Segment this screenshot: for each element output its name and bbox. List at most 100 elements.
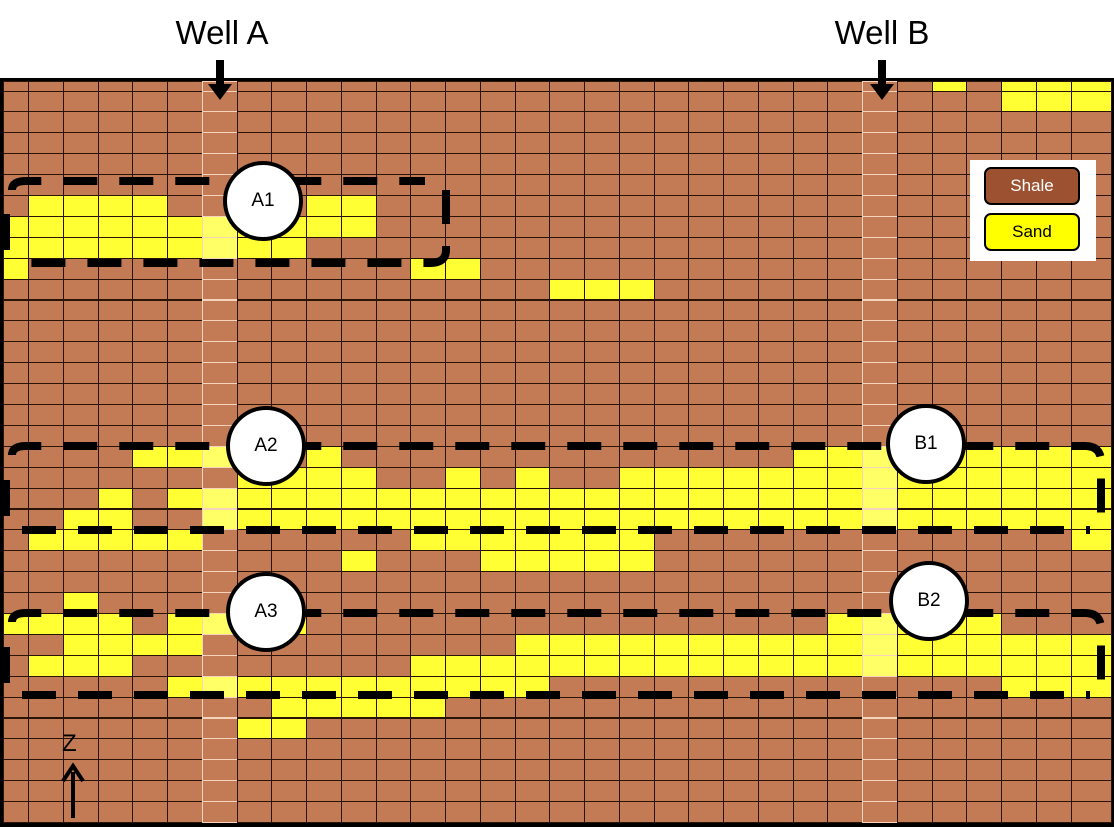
shale-cell xyxy=(584,236,620,259)
shale-cell xyxy=(688,696,724,719)
shale-cell xyxy=(862,738,898,761)
shale-cell xyxy=(931,236,968,259)
shale-cell xyxy=(862,529,898,552)
shale-cell xyxy=(723,174,759,196)
shale-cell xyxy=(862,550,898,573)
shale-cell xyxy=(688,320,724,343)
shale-cell xyxy=(445,592,481,614)
shale-cell xyxy=(1035,759,1072,782)
shale-cell xyxy=(375,195,412,217)
shale-cell xyxy=(306,299,342,322)
shale-cell xyxy=(201,278,238,301)
shale-cell xyxy=(653,592,690,614)
shale-cell xyxy=(1035,801,1072,823)
shale-cell xyxy=(549,341,585,364)
shale-cell xyxy=(306,717,342,740)
shale-cell xyxy=(410,550,446,573)
shale-cell xyxy=(688,153,724,176)
shale-cell xyxy=(1035,320,1072,343)
sand-cell xyxy=(827,633,863,656)
shale-cell xyxy=(757,362,794,385)
shale-cell xyxy=(549,111,585,134)
shale-cell xyxy=(375,215,412,238)
shale-cell xyxy=(862,236,898,259)
shale-cell xyxy=(201,341,238,364)
sand-cell xyxy=(931,654,968,677)
shale-cell xyxy=(757,801,794,823)
shale-cell xyxy=(375,278,412,301)
sand-cell xyxy=(896,654,933,677)
sand-cell xyxy=(375,508,412,531)
sand-cell xyxy=(966,633,1002,656)
shale-cell xyxy=(340,529,377,552)
shale-cell xyxy=(410,362,446,385)
shale-cell xyxy=(653,717,690,740)
shale-cell xyxy=(896,529,933,552)
shale-cell xyxy=(618,174,655,196)
shale-cell xyxy=(584,299,620,322)
sand-cell xyxy=(28,236,64,259)
shale-cell xyxy=(1001,111,1037,134)
shale-cell xyxy=(445,236,481,259)
shale-cell xyxy=(1070,717,1112,740)
shale-cell xyxy=(723,696,759,719)
sand-cell xyxy=(931,613,968,635)
shale-cell xyxy=(340,341,377,364)
sand-cell xyxy=(236,717,273,740)
shale-cell xyxy=(688,717,724,740)
shale-cell xyxy=(723,236,759,259)
shale-cell xyxy=(132,571,168,594)
shale-cell xyxy=(792,215,829,238)
shale-cell xyxy=(584,466,620,489)
shale-cell xyxy=(688,801,724,823)
shale-cell xyxy=(723,362,759,385)
sand-cell xyxy=(28,195,64,217)
shale-cell xyxy=(340,424,377,447)
shale-cell xyxy=(375,780,412,803)
shale-cell xyxy=(167,466,203,489)
shale-cell xyxy=(653,424,690,447)
shale-cell xyxy=(28,341,64,364)
shale-cell xyxy=(896,236,933,259)
sand-cell xyxy=(862,508,898,531)
sand-cell xyxy=(410,675,446,698)
shale-cell xyxy=(3,404,30,426)
shale-cell xyxy=(723,215,759,238)
shale-cell xyxy=(549,613,585,635)
shale-cell xyxy=(306,174,342,196)
sand-cell xyxy=(167,487,203,510)
sand-cell xyxy=(584,550,620,573)
shale-cell xyxy=(167,111,203,134)
shale-cell xyxy=(896,780,933,803)
shale-cell xyxy=(1035,550,1072,573)
sand-cell xyxy=(688,487,724,510)
shale-cell xyxy=(688,738,724,761)
shale-cell xyxy=(896,550,933,573)
sand-cell xyxy=(514,529,551,552)
shale-cell xyxy=(862,801,898,823)
shale-cell xyxy=(896,257,933,280)
shale-cell xyxy=(862,675,898,698)
shale-cell xyxy=(201,633,238,656)
shale-cell xyxy=(340,320,377,343)
sand-cell xyxy=(792,445,829,468)
shale-cell xyxy=(132,153,168,176)
shale-cell xyxy=(28,759,64,782)
shale-cell xyxy=(271,738,307,761)
sand-cell xyxy=(3,257,30,280)
shale-cell xyxy=(653,383,690,405)
shale-cell xyxy=(167,738,203,761)
shale-cell xyxy=(271,341,307,364)
sand-cell xyxy=(688,508,724,531)
shale-cell xyxy=(445,153,481,176)
shale-cell xyxy=(514,717,551,740)
sand-cell xyxy=(896,613,933,635)
zone-label-a1: A1 xyxy=(251,190,275,211)
shale-cell xyxy=(653,529,690,552)
shale-cell xyxy=(410,445,446,468)
shale-cell xyxy=(688,550,724,573)
shale-cell xyxy=(97,111,134,134)
shale-cell xyxy=(584,675,620,698)
shale-cell xyxy=(3,633,30,656)
shale-cell xyxy=(167,362,203,385)
